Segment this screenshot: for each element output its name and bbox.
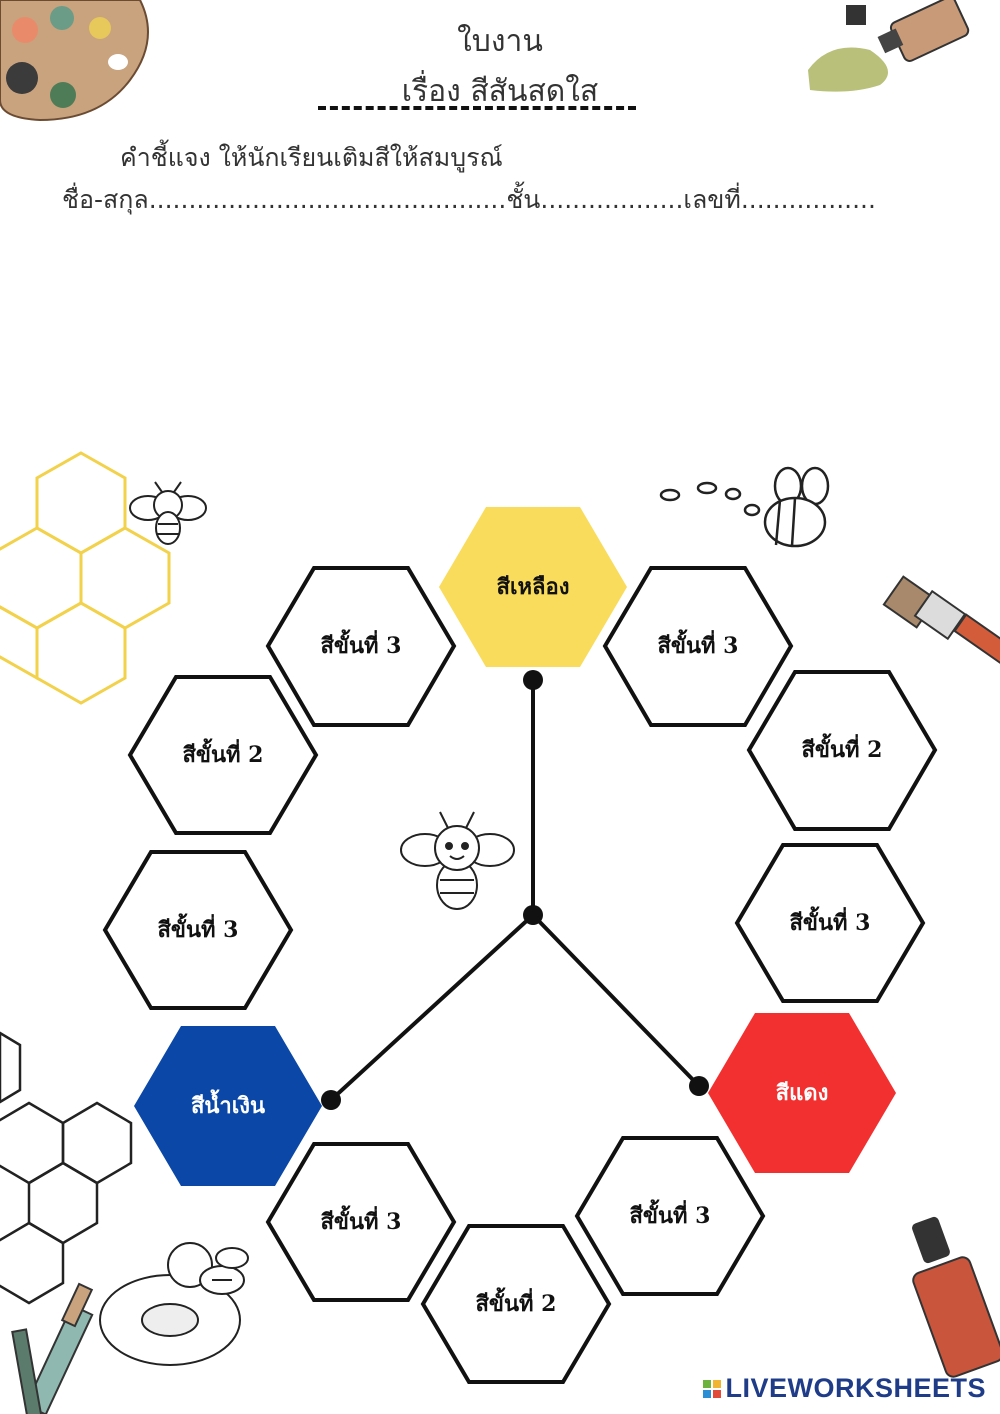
yellow-honeycomb-decoration — [0, 451, 171, 705]
label-bottom-2: สีขั้นที่ 2 — [476, 1287, 557, 1317]
hex-right-2 — [746, 670, 938, 831]
liveworksheets-logo: LIVEWORKSHEETS — [703, 1373, 986, 1404]
student-info-line: ชื่อ-สกุล...............................… — [62, 185, 876, 214]
hex-blue — [134, 1026, 322, 1186]
black-honeycomb-decoration — [0, 1031, 133, 1305]
label-right-3: สีขั้นที่ 3 — [790, 906, 871, 936]
worksheet-title: ใบงาน — [457, 24, 543, 59]
label-upper-right-3: สีขั้นที่ 3 — [658, 629, 739, 659]
hex-yellow — [439, 507, 627, 667]
hex-upper-left-2 — [127, 675, 319, 835]
label-upper-left-3: สีขั้นที่ 3 — [321, 629, 402, 659]
connector-lines — [329, 680, 701, 1102]
label-upper-left-2: สีขั้นที่ 2 — [183, 738, 264, 768]
hex-upper-right-3 — [602, 566, 794, 727]
dashed-divider — [318, 106, 636, 110]
hex-right-3 — [734, 843, 926, 1003]
label-red: สีแดง — [776, 1080, 829, 1106]
paint-tube-bottom-icon — [912, 1216, 1000, 1378]
connector-dots — [321, 670, 709, 1110]
paint-palette-icon — [0, 0, 149, 122]
label-bottom-right-3: สีขั้นที่ 3 — [630, 1199, 711, 1229]
label-blue: สีน้ำเงิน — [191, 1089, 265, 1119]
hex-left-3 — [102, 850, 294, 1010]
flying-bee-icon — [659, 466, 830, 548]
hex-bottom-right-3 — [574, 1136, 766, 1296]
paint-brush-icon — [882, 575, 1000, 667]
hex-red — [708, 1013, 896, 1173]
instruction-text: คำชี้แจง ให้นักเรียนเติมสีให้สมบูรณ์ — [120, 143, 503, 172]
hex-bottom-2 — [420, 1224, 612, 1384]
brushes-icon — [11, 1282, 94, 1414]
label-right-2: สีขั้นที่ 2 — [802, 733, 883, 763]
hex-bottom-left-3 — [265, 1142, 457, 1302]
logo-mark-icon — [703, 1379, 722, 1398]
paint-tube-icon — [808, 0, 970, 92]
hex-upper-left-3 — [265, 566, 457, 727]
label-left-3: สีขั้นที่ 3 — [158, 913, 239, 943]
smiling-bee-icon — [400, 811, 515, 910]
worksheet-subtitle: เรื่อง สีสันสดใส — [401, 74, 599, 109]
label-bottom-left-3: สีขั้นที่ 3 — [321, 1205, 402, 1235]
bee-icon — [129, 481, 207, 545]
liveworksheets-text: LIVEWORKSHEETS — [725, 1373, 986, 1403]
bee-on-flower-icon — [99, 1242, 249, 1366]
label-yellow: สีเหลือง — [497, 574, 570, 600]
